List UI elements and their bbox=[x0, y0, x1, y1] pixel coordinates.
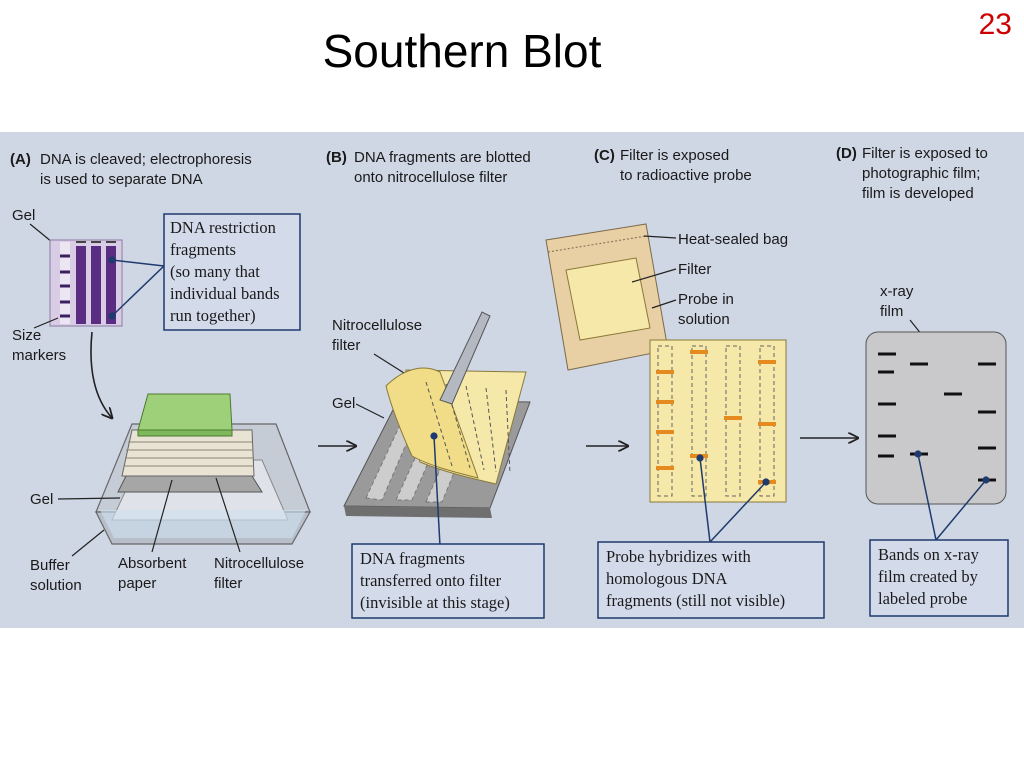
panel-d-letter: (D) bbox=[836, 145, 857, 162]
svg-text:(A): (A) bbox=[10, 151, 31, 168]
panel-c-callout-line-3: fragments (still not visible) bbox=[606, 591, 785, 610]
panel-a-absorbent-label-2: paper bbox=[118, 575, 156, 592]
panel-a-letter: (A) bbox=[10, 151, 31, 168]
panel-c-probe-label-2: solution bbox=[678, 311, 730, 328]
panel-a-callout-line-5: run together) bbox=[170, 306, 256, 325]
panel-d-callout-line-3: labeled probe bbox=[878, 589, 967, 608]
panel-c-probed-filter bbox=[649, 339, 787, 503]
panel-a-nitro-label-1: Nitrocellulose bbox=[214, 555, 304, 572]
panel-b-heading-2: onto nitrocellulose filter bbox=[354, 169, 507, 186]
panel-a-heading-1: DNA is cleaved; electrophoresis bbox=[40, 151, 252, 168]
svg-text:(B): (B) bbox=[326, 149, 347, 166]
panel-c-letter: (C) bbox=[594, 147, 615, 164]
panel-c-filter-label: Filter bbox=[678, 261, 711, 278]
panel-d-heading-1: Filter is exposed to bbox=[862, 145, 988, 162]
panel-a-callout-line-3: (so many that bbox=[170, 262, 260, 281]
panel-b-gel-label: Gel bbox=[332, 395, 355, 412]
panel-a-buffer-label-1: Buffer bbox=[30, 557, 70, 574]
panel-b-nitro-label-1: Nitrocellulose bbox=[332, 317, 422, 334]
forceps bbox=[439, 311, 491, 405]
panel-c-bag-label: Heat-sealed bag bbox=[678, 231, 788, 248]
panel-b-letter: (B) bbox=[326, 149, 347, 166]
svg-text:(C): (C) bbox=[594, 147, 615, 164]
panel-c-callout-line-2: homologous DNA bbox=[606, 569, 728, 588]
panel-a-size-label-1: Size bbox=[12, 327, 41, 344]
panel-b-callout-line-2: transferred onto filter bbox=[360, 571, 502, 590]
panel-c-callout: Probe hybridizes with homologous DNA fra… bbox=[597, 541, 825, 619]
panel-c-heading-1: Filter is exposed bbox=[620, 147, 729, 164]
panel-d-callout-line-1: Bands on x-ray bbox=[878, 545, 980, 564]
panel-c: (C) Filter is exposed to radioactive pro… bbox=[545, 147, 858, 619]
panel-a-buffer-label-2: solution bbox=[30, 577, 82, 594]
panel-b-callout: DNA fragments transferred onto filter (i… bbox=[351, 543, 545, 619]
panel-b-heading-1: DNA fragments are blotted bbox=[354, 149, 531, 166]
panel-b-nitro-label-2: filter bbox=[332, 337, 360, 354]
xray-film bbox=[865, 331, 1007, 505]
panel-b: (B) DNA fragments are blotted onto nitro… bbox=[326, 149, 628, 619]
panel-c-probe-label-1: Probe in bbox=[678, 291, 734, 308]
panel-d-heading-3: film is developed bbox=[862, 185, 974, 202]
panel-d-callout: Bands on x-ray film created by labeled p… bbox=[869, 539, 1009, 617]
panel-a-gel-label-2: Gel bbox=[30, 491, 53, 508]
panel-c-heading-2: to radioactive probe bbox=[620, 167, 752, 184]
panel-b-callout-line-1: DNA fragments bbox=[360, 549, 465, 568]
panel-a-absorbent-label-1: Absorbent bbox=[118, 555, 187, 572]
blotting-apparatus bbox=[95, 393, 312, 545]
svg-text:(D): (D) bbox=[836, 145, 857, 162]
panel-a-gel-label: Gel bbox=[12, 207, 35, 224]
panel-a-callout-line-1: DNA restriction bbox=[170, 218, 276, 237]
heat-sealed-bag bbox=[545, 223, 669, 371]
panel-a-callout-line-2: fragments bbox=[170, 240, 236, 259]
panel-a-callout-line-4: individual bands bbox=[170, 284, 280, 303]
panel-a-size-label-2: markers bbox=[12, 347, 66, 364]
panel-d-callout-line-2: film created by bbox=[878, 567, 979, 586]
panel-d: (D) Filter is exposed to photographic fi… bbox=[836, 145, 1009, 617]
panel-d-film-label-2: film bbox=[880, 303, 903, 320]
panel-d-film-label-1: x-ray bbox=[880, 283, 914, 300]
electrophoresis-gel bbox=[49, 239, 123, 327]
panel-a: (A) DNA is cleaved; electrophoresis is u… bbox=[10, 151, 356, 594]
southern-blot-figure: (A) DNA is cleaved; electrophoresis is u… bbox=[0, 132, 1024, 628]
panel-c-callout-line-1: Probe hybridizes with bbox=[606, 547, 752, 566]
panel-a-nitro-label-2: filter bbox=[214, 575, 242, 592]
panel-a-callout: DNA restriction fragments (so many that … bbox=[163, 213, 301, 331]
slide-number: 23 bbox=[978, 8, 1012, 41]
slide-title: Southern Blot bbox=[322, 25, 602, 77]
panel-d-heading-2: photographic film; bbox=[862, 165, 980, 182]
panel-b-callout-line-3: (invisible at this stage) bbox=[360, 593, 510, 612]
panel-a-heading-2: is used to separate DNA bbox=[40, 171, 203, 188]
